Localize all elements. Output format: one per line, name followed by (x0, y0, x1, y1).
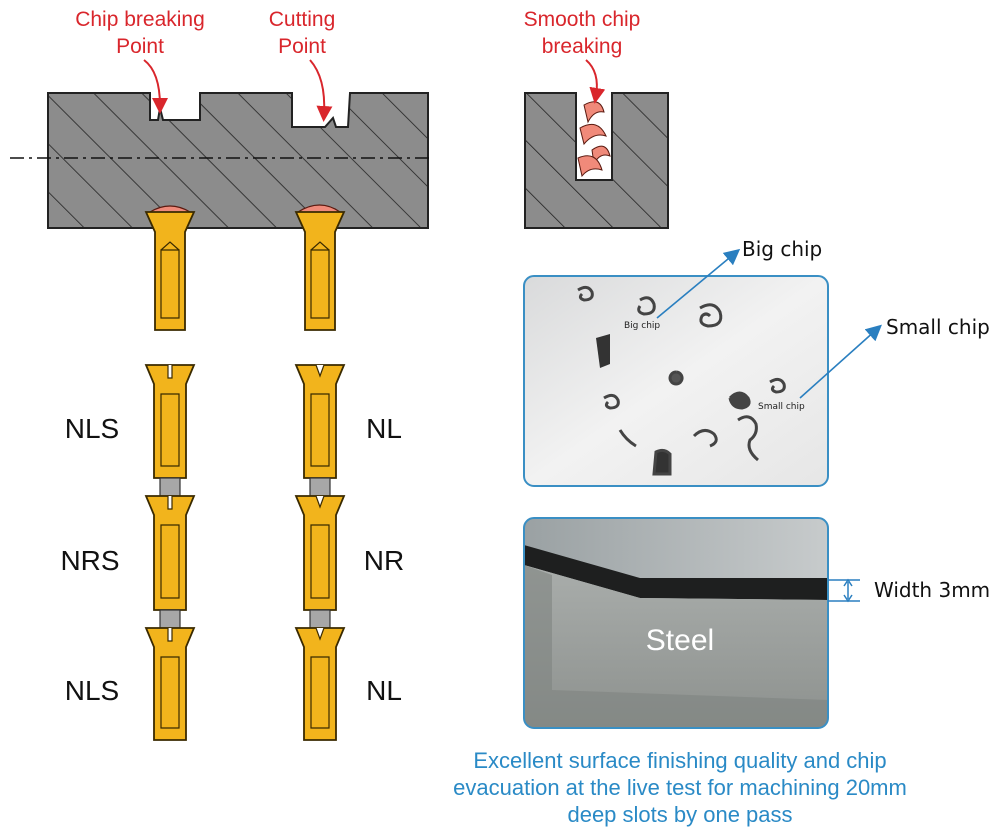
big-chip-callout-text: Big chip (742, 237, 822, 261)
small-chip-callout-text: Small chip (886, 315, 990, 339)
label-nrs: NRS (60, 545, 119, 576)
smooth-chip-line2: breaking (542, 35, 623, 58)
cutting-point-label: Cutting Point (269, 8, 336, 122)
insert-mounted-right (294, 211, 346, 331)
smooth-chip-line1: Smooth chip (524, 8, 641, 31)
insert-nl-top (294, 364, 346, 479)
caption-line1: Excellent surface finishing quality and … (473, 748, 886, 773)
workpiece-cross-section (10, 92, 432, 229)
insert-nrs (144, 495, 196, 611)
big-chip-callout: Big chip (656, 237, 822, 319)
caption: Excellent surface finishing quality and … (453, 748, 907, 827)
insert-mounted-left (144, 211, 196, 331)
insert-nls-bottom (144, 627, 196, 741)
insert-stack-right (294, 364, 346, 741)
width-callout-text: Width 3mm (874, 578, 990, 602)
insert-nls-top (144, 364, 196, 479)
label-nl-1: NL (366, 413, 402, 444)
steel-slot-photo: Steel (523, 517, 829, 729)
caption-line2: evacuation at the live test for machinin… (453, 775, 907, 800)
insert-nl-bottom (294, 627, 346, 741)
label-nls-2: NLS (65, 675, 119, 706)
label-nls-1: NLS (65, 413, 119, 444)
label-nl-2: NL (366, 675, 402, 706)
cutting-point-line2: Point (278, 35, 326, 58)
insert-stack-left (144, 364, 196, 741)
chip-spirals (577, 285, 786, 476)
small-chip-callout: Small chip (799, 315, 990, 399)
cutting-point-line1: Cutting (269, 8, 336, 31)
steel-label: Steel (646, 624, 714, 657)
small-chip-inset-label: Small chip (758, 402, 805, 412)
width-dimension: Width 3mm (828, 578, 990, 603)
big-chip-inset-label: Big chip (624, 321, 660, 331)
slot-cross-section (524, 92, 669, 229)
label-nr: NR (364, 545, 404, 576)
chip-breaking-line2: Point (116, 35, 164, 58)
chip-breaking-line1: Chip breaking (75, 8, 205, 31)
smooth-chip-breaking-label: Smooth chip breaking (524, 8, 641, 104)
chip-breaking-point-label: Chip breaking Point (75, 8, 205, 114)
insert-nr (294, 495, 346, 611)
chip-photo: Big chip Small chip (523, 275, 829, 487)
caption-line3: deep slots by one pass (567, 802, 792, 827)
